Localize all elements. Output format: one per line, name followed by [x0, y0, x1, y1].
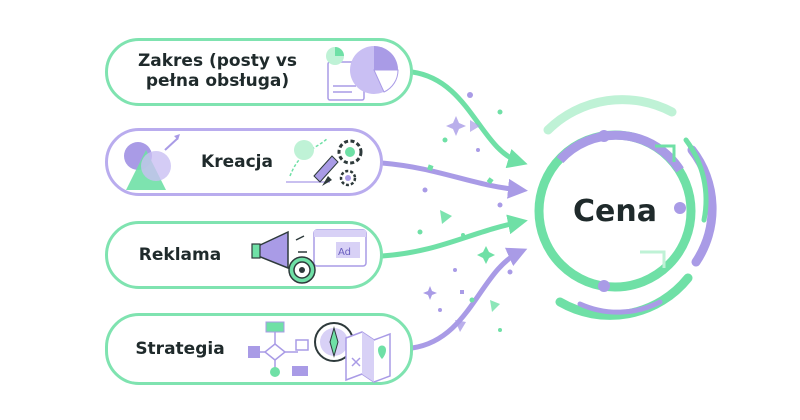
arrow-reklama [379, 214, 528, 259]
sparkle-particles [417, 92, 513, 332]
outer-arc-purple-bottom [577, 299, 663, 315]
card-zakres-label-line1: Zakres (posty vs [137, 51, 298, 71]
outer-arc-green-right [683, 137, 709, 223]
center-label: Cena [573, 194, 657, 229]
arrow-strategia [409, 247, 528, 351]
card-reklama-label: Reklama [138, 245, 222, 265]
card-zakres-label: Zakres (posty vs pełna obsługa) [120, 51, 315, 91]
card-zakres-label-line2: pełna obsługa) [145, 71, 290, 91]
outer-arc-green-top [543, 95, 677, 135]
flow-arrows [379, 69, 528, 351]
inner-arc-purple [556, 130, 684, 173]
arrow-kreacja [379, 160, 528, 199]
center-gauge [534, 95, 717, 320]
card-kreacja-label: Kreacja [201, 152, 273, 172]
card-strategia-label: Strategia [135, 339, 225, 359]
arrow-zakres [409, 69, 528, 169]
